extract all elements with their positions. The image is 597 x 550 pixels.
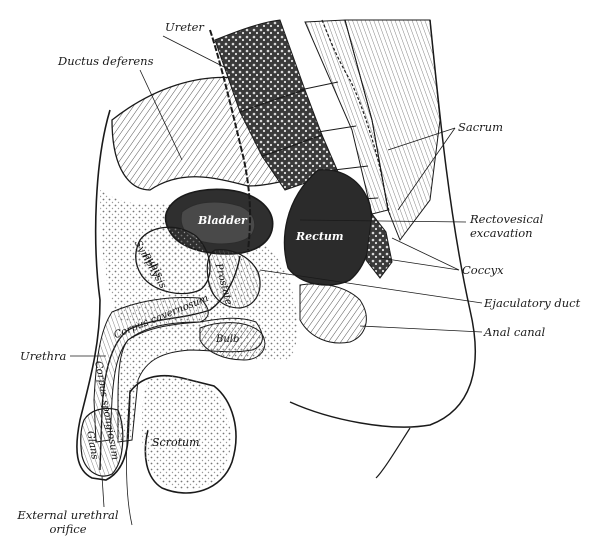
sacral-canal — [321, 19, 391, 216]
label-rectum: Rectum — [296, 230, 344, 243]
glans — [80, 407, 124, 477]
label-rectovesical-2: excavation — [470, 226, 533, 240]
label-ejaculatory-duct: Ejaculatory duct — [484, 296, 581, 310]
label-urethra: Urethra — [20, 349, 67, 363]
coccyx-bone — [365, 212, 393, 279]
symphysis-pubis — [135, 226, 211, 295]
label-rectovesical-1: Rectovesical — [470, 212, 544, 226]
ductus-deferens — [209, 29, 252, 251]
thigh-outline — [375, 427, 411, 479]
label-ductus-deferens: Ductus deferens — [58, 54, 154, 68]
bulb — [199, 322, 266, 361]
rectum-cavity — [283, 169, 373, 286]
buttock-outline — [289, 19, 476, 428]
scrotum-fill — [141, 376, 231, 490]
back-muscles — [344, 19, 441, 242]
label-ureter: Ureter — [165, 20, 204, 34]
label-bladder: Bladder — [198, 214, 247, 227]
corpus-cavernosum — [93, 297, 209, 443]
label-sacrum: Sacrum — [458, 120, 503, 134]
label-coccyx: Coccyx — [462, 263, 504, 277]
anal-region — [299, 283, 367, 344]
label-external-orifice-2: orifice — [49, 522, 87, 536]
label-anal-canal: Anal canal — [484, 325, 546, 339]
body-outline — [76, 109, 237, 494]
label-external-orifice-1: External urethral — [17, 508, 119, 522]
label-scrotum: Scrotum — [152, 436, 200, 449]
leader-lines — [70, 35, 483, 526]
label-bulb: Bulb — [216, 334, 240, 345]
